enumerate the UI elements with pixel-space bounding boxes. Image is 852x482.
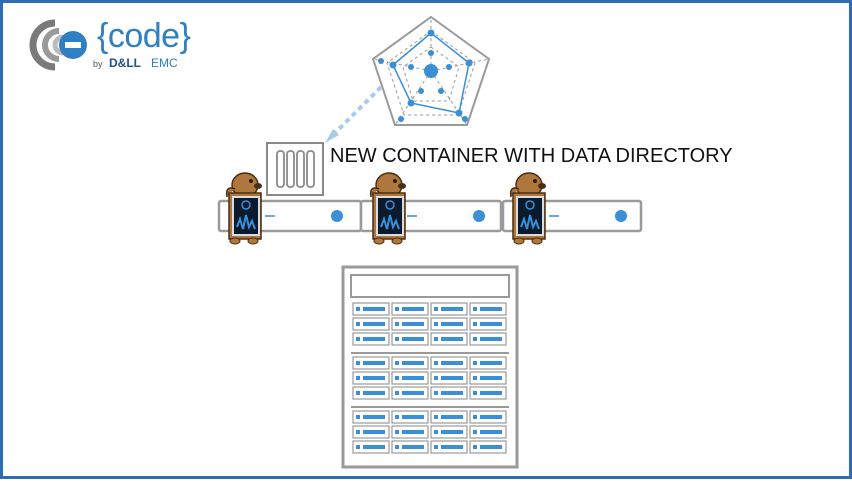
- drive-led: [434, 361, 438, 365]
- gopher-mascot-icon: [369, 172, 406, 245]
- drive-led: [473, 322, 477, 326]
- drive-bar: [441, 430, 463, 434]
- gopher-mascot-icon: [509, 172, 546, 245]
- container-box-icon: [266, 142, 324, 196]
- drive-bar: [480, 430, 502, 434]
- caption-text: NEW CONTAINER WITH DATA DIRECTORY: [330, 145, 733, 167]
- drive-led: [395, 322, 399, 326]
- drive-bar: [402, 415, 424, 419]
- drive-bar: [363, 307, 385, 311]
- logo-swirl-icon: [29, 19, 87, 71]
- drive-led: [434, 445, 438, 449]
- drive-led: [473, 430, 477, 434]
- drive-led: [356, 391, 360, 395]
- drive-bar: [441, 361, 463, 365]
- drive-bar: [441, 376, 463, 380]
- logo-brand-dell: D&LL: [109, 56, 141, 70]
- drive-led: [356, 445, 360, 449]
- radar-chart-icon: [371, 15, 491, 126]
- logo-word: {code}: [97, 17, 191, 55]
- drive-bar: [402, 445, 424, 449]
- drive-led: [356, 322, 360, 326]
- drive-bar: [480, 376, 502, 380]
- drive-led: [395, 391, 399, 395]
- drive-led: [434, 376, 438, 380]
- drive-led: [395, 337, 399, 341]
- drive-bar: [363, 322, 385, 326]
- drive-bar: [480, 337, 502, 341]
- diagram-scene: [217, 15, 643, 469]
- drive-bar: [480, 445, 502, 449]
- drive-led: [356, 415, 360, 419]
- code-by-dellemc-logo: {code} by D&LL EMC: [15, 13, 191, 75]
- drive-led: [395, 376, 399, 380]
- drive-led: [395, 430, 399, 434]
- drive-bar: [441, 415, 463, 419]
- drive-led: [473, 361, 477, 365]
- drive-bar: [402, 307, 424, 311]
- drive-bar: [441, 391, 463, 395]
- drive-bar: [402, 322, 424, 326]
- drive-bar: [363, 376, 385, 380]
- drive-led: [356, 361, 360, 365]
- drive-bar: [363, 337, 385, 341]
- drive-led: [473, 337, 477, 341]
- drive-bar: [441, 445, 463, 449]
- drive-led: [395, 307, 399, 311]
- drive-bar: [441, 307, 463, 311]
- drive-bar: [363, 361, 385, 365]
- drive-bar: [402, 391, 424, 395]
- drive-led: [395, 415, 399, 419]
- drive-led: [395, 361, 399, 365]
- drive-led: [434, 322, 438, 326]
- drive-led: [473, 376, 477, 380]
- drive-bar: [441, 322, 463, 326]
- drive-led: [356, 376, 360, 380]
- drive-bar: [480, 415, 502, 419]
- gopher-mascot-icon: [225, 172, 262, 245]
- drive-led: [395, 445, 399, 449]
- drive-bar: [480, 322, 502, 326]
- rack-drive-grid: [351, 302, 509, 454]
- drive-led: [473, 307, 477, 311]
- drive-led: [434, 307, 438, 311]
- drive-bar: [402, 430, 424, 434]
- drive-led: [473, 445, 477, 449]
- logo-by: by: [93, 59, 103, 69]
- drive-bar: [363, 415, 385, 419]
- drive-led: [356, 430, 360, 434]
- drive-bar: [363, 430, 385, 434]
- drive-bar: [480, 361, 502, 365]
- drive-bar: [363, 391, 385, 395]
- drive-led: [473, 391, 477, 395]
- logo-brand-emc: EMC: [151, 56, 178, 70]
- dashed-arrow-icon: [325, 85, 383, 143]
- drive-led: [356, 307, 360, 311]
- drive-bar: [402, 361, 424, 365]
- drive-led: [434, 430, 438, 434]
- drive-led: [473, 415, 477, 419]
- drive-led: [434, 337, 438, 341]
- drive-bar: [402, 337, 424, 341]
- drive-led: [434, 391, 438, 395]
- drive-led: [356, 337, 360, 341]
- drive-bar: [441, 337, 463, 341]
- drive-bar: [402, 376, 424, 380]
- drive-led: [434, 415, 438, 419]
- drive-bar: [363, 445, 385, 449]
- drive-bar: [480, 307, 502, 311]
- drive-bar: [480, 391, 502, 395]
- storage-rack-icon: [341, 265, 519, 469]
